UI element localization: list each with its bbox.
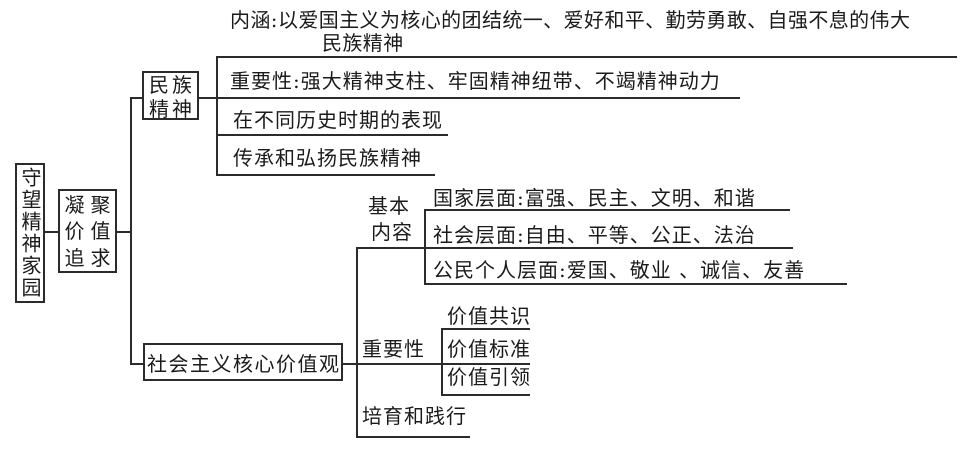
- underline-value-consensus: [441, 328, 530, 330]
- underline-level-national: [424, 209, 790, 211]
- value-pursuit-box: 凝聚 价值 追求: [58, 189, 117, 273]
- connector-trunk-to-spirit: [130, 97, 143, 99]
- underline-spirit-inherit: [216, 174, 435, 176]
- core-values-box: 社会主义核心价值观: [143, 343, 343, 381]
- underline-value-guidance: [441, 394, 530, 396]
- value-pursuit-line: 价值: [64, 219, 117, 243]
- core-values-label: 社会主义核心价值观: [147, 351, 341, 376]
- root-topic-label: 守望精神家园: [18, 167, 42, 299]
- underline-level-society: [356, 247, 793, 249]
- underline-level-citizen: [424, 283, 847, 285]
- connotation-text-line1: 内涵:以爱国主义为核心的团结统一、爱好和平、勤劳勇敢、自强不息的伟大: [230, 8, 911, 32]
- underline-connotation: [216, 56, 957, 58]
- basic-content-label-line2: 内容: [371, 220, 413, 244]
- root-topic-box: 守望精神家园: [15, 163, 45, 303]
- spirit-importance-text: 重要性:强大精神支柱、牢固精神纽带、不竭精神动力: [230, 69, 721, 93]
- underline-practice: [356, 436, 470, 438]
- value-standard-text: 价值标准: [447, 337, 531, 361]
- value-pursuit-line: 凝聚: [64, 192, 117, 217]
- connector-trunk-to-core: [130, 363, 144, 365]
- trunk-line: [130, 97, 132, 365]
- practice-text: 培育和践行: [362, 404, 467, 428]
- basic-content-label-line1: 基本: [368, 194, 410, 218]
- national-spirit-line: 精神: [149, 97, 195, 121]
- connector-pursuit-to-trunk: [116, 231, 130, 233]
- spirit-spine-line: [216, 56, 218, 176]
- underline-spirit-importance: [197, 97, 740, 99]
- value-guidance-text: 价值引领: [447, 365, 531, 389]
- value-pursuit-line: 追求: [64, 245, 117, 270]
- value-consensus-text: 价值共识: [447, 304, 531, 328]
- national-spirit-box: 民族 精神: [142, 71, 199, 121]
- connotation-text-line2: 民族精神: [322, 31, 404, 55]
- basic-content-group-line: [424, 209, 426, 285]
- core-spine-line: [356, 247, 358, 438]
- level-society-text: 社会层面:自由、平等、公正、法治: [433, 223, 756, 247]
- level-citizen-text: 公民个人层面:爱国、敬业 、诚信、友善: [433, 258, 806, 282]
- underline-value-standard: [341, 363, 530, 365]
- values-importance-group-line: [441, 328, 443, 396]
- connector-root-to-pursuit: [44, 231, 58, 233]
- level-national-text: 国家层面:富强、民主、文明、和谐: [433, 186, 756, 210]
- values-importance-label: 重要性: [362, 337, 425, 361]
- spirit-history-text: 在不同历史时期的表现: [233, 108, 443, 132]
- spirit-inherit-text: 传承和弘扬民族精神: [233, 146, 422, 170]
- underline-spirit-history: [216, 134, 448, 136]
- national-spirit-line: 民族: [149, 73, 195, 97]
